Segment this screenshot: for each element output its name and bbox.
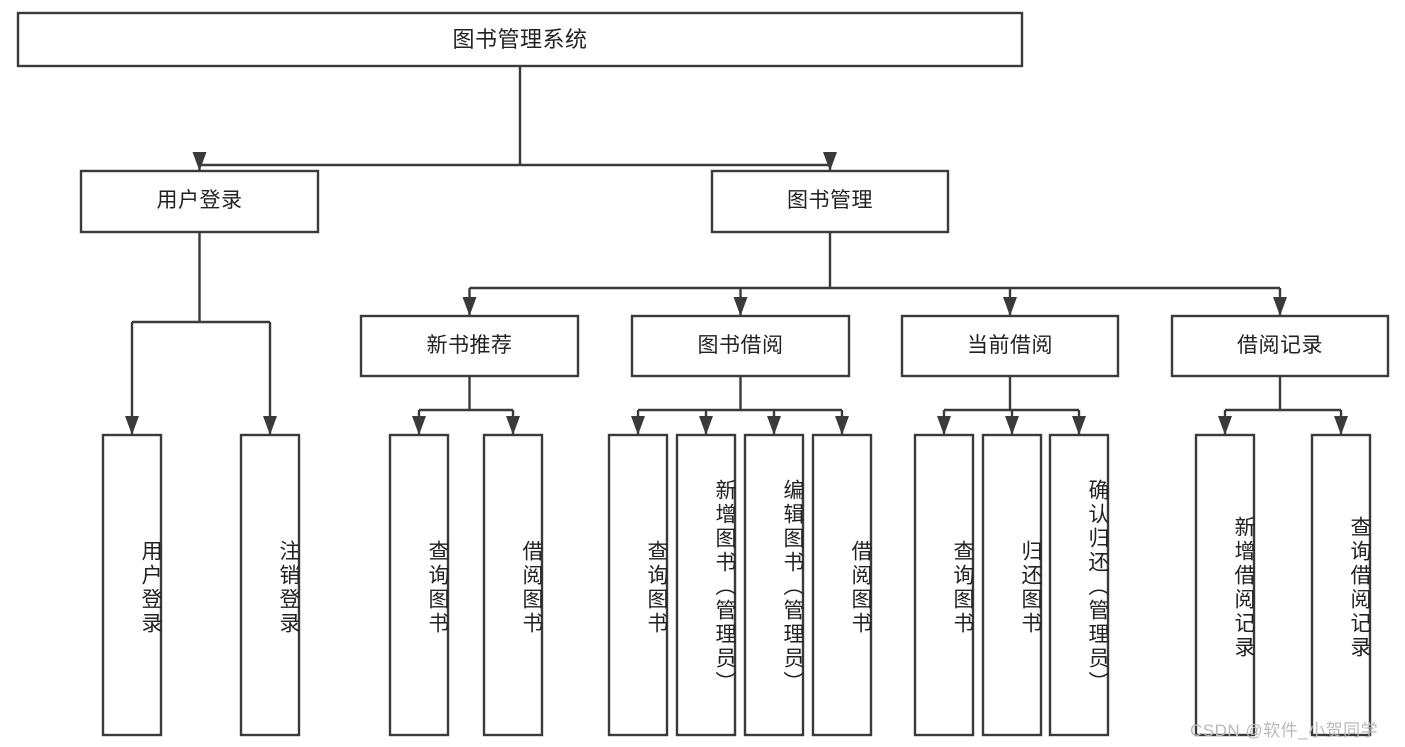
arrow-head <box>823 152 837 171</box>
node-box-user-login[interactable] <box>79 169 320 234</box>
arrow-head <box>1005 416 1019 435</box>
arrow-head <box>835 416 849 435</box>
node-box-borrow-add-book[interactable] <box>675 433 737 737</box>
node-box-current-borrow[interactable] <box>900 314 1120 378</box>
arrow-head <box>699 416 713 435</box>
arrow-head <box>937 416 951 435</box>
node-box-recommend-query-book[interactable] <box>388 433 450 737</box>
arrow-head <box>506 416 520 435</box>
arrow-head <box>462 297 477 316</box>
arrow-head <box>125 416 139 435</box>
boxes-layer <box>16 11 1390 737</box>
node-box-borrow-query-book[interactable] <box>607 433 669 737</box>
node-box-records-add[interactable] <box>1194 433 1256 737</box>
arrow-head <box>263 416 277 435</box>
arrow-head <box>1334 416 1348 435</box>
node-box-recommend-borrow-book[interactable] <box>482 433 544 737</box>
node-box-borrow-edit-book[interactable] <box>743 433 805 737</box>
node-box-borrow-records[interactable] <box>1170 314 1390 378</box>
node-box-book-borrow[interactable] <box>630 314 851 378</box>
arrow-head <box>767 416 781 435</box>
arrow-head <box>1218 416 1232 435</box>
arrow-head <box>1273 297 1287 316</box>
node-box-new-book-recommend[interactable] <box>359 314 580 378</box>
csdn-watermark: CSDN @软件_小贺同学 <box>1190 721 1379 740</box>
arrow-head <box>733 297 748 316</box>
arrow-head <box>412 416 426 435</box>
arrow-head <box>1003 297 1017 316</box>
node-box-root[interactable] <box>16 11 1024 68</box>
connectors-layer <box>125 66 1348 435</box>
node-box-user-logout[interactable] <box>239 433 301 737</box>
node-box-records-query[interactable] <box>1310 433 1372 737</box>
node-box-borrow-borrow-book[interactable] <box>811 433 873 737</box>
node-box-current-confirm-return[interactable] <box>1048 433 1110 737</box>
arrow-head <box>192 152 207 171</box>
node-box-user-login-do[interactable] <box>101 433 163 737</box>
arrow-head <box>1072 416 1086 435</box>
node-box-current-return-book[interactable] <box>981 433 1043 737</box>
node-box-current-query-book[interactable] <box>913 433 975 737</box>
node-box-book-management[interactable] <box>710 169 950 234</box>
arrow-head <box>631 416 645 435</box>
